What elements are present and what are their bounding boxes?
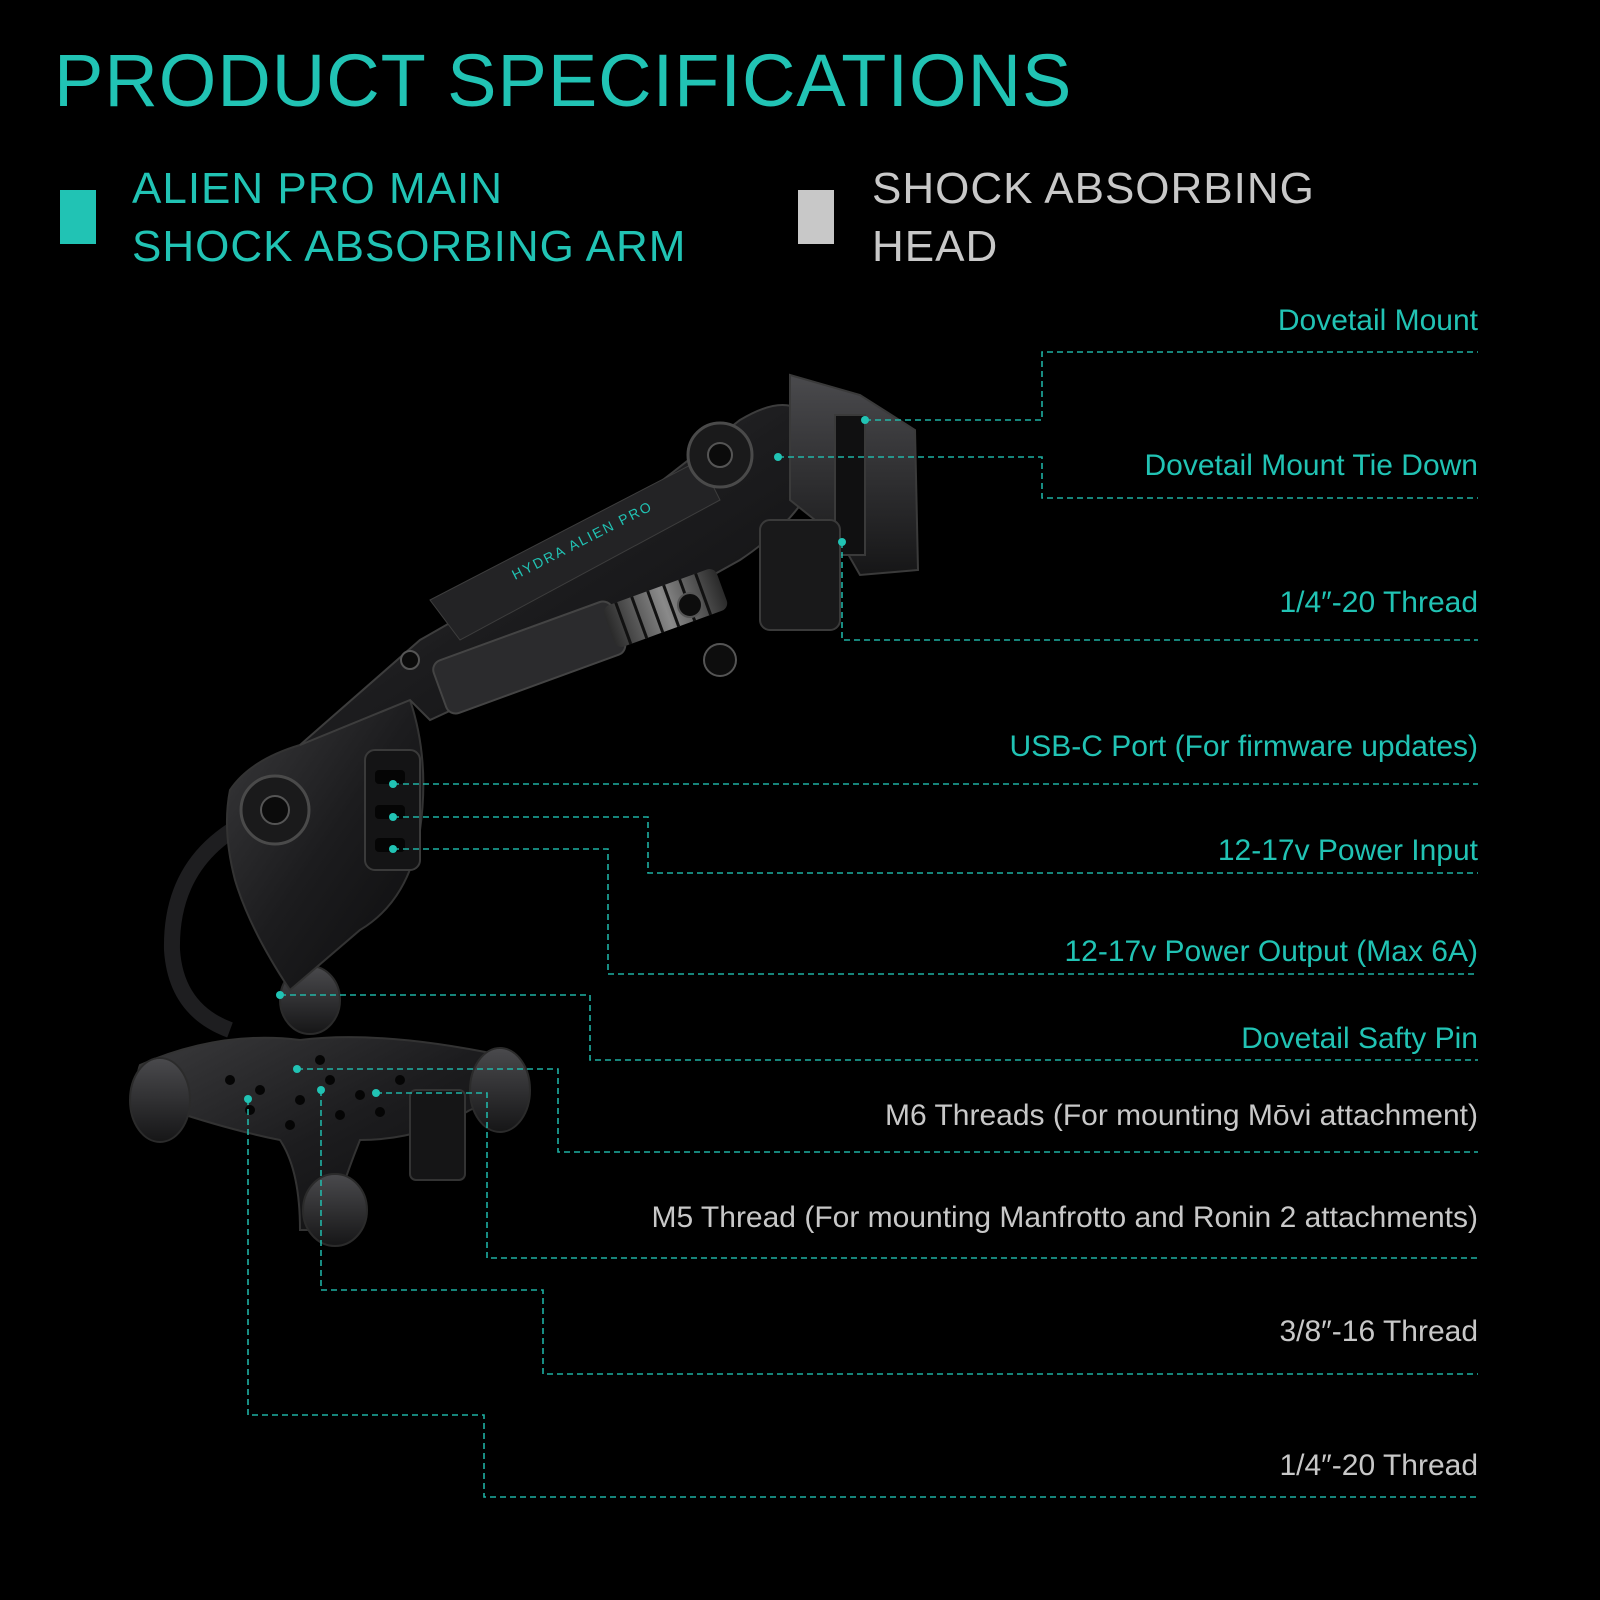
callout-dovetail-mount-tie-down: Dovetail Mount Tie Down <box>1144 449 1479 482</box>
anchor-dot <box>861 416 869 424</box>
anchor-dot <box>389 813 397 821</box>
callout-power-output: 12-17v Power Output (Max 6A) <box>1064 935 1478 968</box>
legend-label-main-arm-line-1: ALIEN PRO MAIN <box>132 164 503 213</box>
callout-usb-c-port: USB-C Port (For firmware updates) <box>1009 730 1478 763</box>
base-plate <box>129 965 531 1247</box>
callout-power-input: 12-17v Power Input <box>1217 834 1478 867</box>
dovetail-head <box>677 373 920 677</box>
leader-line-m6 <box>297 1068 1478 1153</box>
legend-label-main-arm-line-2: SHOCK ABSORBING ARM <box>132 222 687 271</box>
anchor-dot <box>244 1095 252 1103</box>
legend-swatch-main-arm <box>60 190 96 244</box>
anchor-dot <box>372 1089 380 1097</box>
side-handle <box>163 812 254 1038</box>
callout-quarter-20-thread-head: 1/4″-20 Thread <box>1279 586 1478 619</box>
anchor-dot <box>389 780 397 788</box>
callout-three-eighths-16-thread: 3/8″-16 Thread <box>1279 1315 1478 1348</box>
callout-m5-thread: M5 Thread (For mounting Manfrotto and Ro… <box>651 1201 1478 1234</box>
device-illustration: HYDRA ALIEN PRO <box>129 373 920 1247</box>
leader-line-power-input <box>393 816 1478 874</box>
leader-line-m5 <box>376 1092 1478 1259</box>
page-title: PRODUCT SPECIFICATIONS <box>54 39 1073 122</box>
main-arm: HYDRA ALIEN PRO <box>299 404 822 746</box>
legend-label-head: SHOCK ABSORBING HEAD <box>872 160 1315 276</box>
callout-m6-threads: M6 Threads (For mounting Mōvi attachment… <box>884 1099 1478 1132</box>
leader-line-safety-pin <box>280 994 1478 1061</box>
callout-quarter-20-thread-base: 1/4″-20 Thread <box>1279 1449 1478 1482</box>
anchor-dot <box>293 1065 301 1073</box>
leader-line-dovetail-mount <box>865 351 1478 421</box>
leader-line-dovetail-tie-down <box>778 456 1478 499</box>
anchor-dot <box>838 538 846 546</box>
anchor-dot <box>389 845 397 853</box>
anchor-dot <box>774 453 782 461</box>
leader-lines <box>247 351 1478 1498</box>
anchor-dot <box>317 1086 325 1094</box>
callout-dovetail-safety-pin: Dovetail Safty Pin <box>1241 1022 1478 1055</box>
anchor-dots <box>244 416 869 1103</box>
legend-swatch-head <box>798 190 834 244</box>
legend-label-main-arm: ALIEN PRO MAIN SHOCK ABSORBING ARM <box>132 160 686 276</box>
legend-label-head-line-2: HEAD <box>872 222 999 271</box>
leader-line-thread-head <box>841 542 1478 641</box>
anchor-dot <box>276 991 284 999</box>
leader-line-14-thread-base <box>247 1099 1478 1498</box>
leader-line-power-output <box>393 848 1478 975</box>
lower-pivot <box>225 698 425 992</box>
legend-label-head-line-1: SHOCK ABSORBING <box>872 164 1315 213</box>
leader-line-38-thread <box>320 1090 1478 1375</box>
callout-dovetail-mount: Dovetail Mount <box>1277 304 1478 337</box>
